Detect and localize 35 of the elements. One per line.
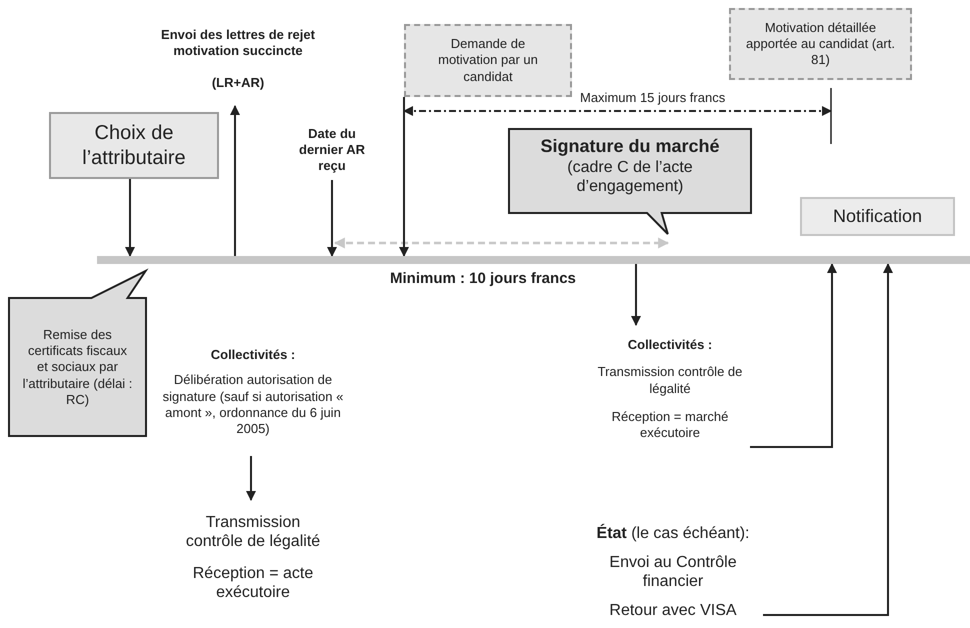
heading-text: État (le cas échéant): xyxy=(596,524,750,543)
node-text: Choix de l’attributaire xyxy=(81,120,187,170)
node-text: Date du dernier AR reçu xyxy=(298,126,366,174)
node-text: Délibération autorisation de signature (sauf si autorisation « amont », ordonnance du 6 juin 2005) xyxy=(162,372,344,438)
node-text: Envoi au Contrôle financier xyxy=(608,552,738,592)
node-text: Motivation détaillée apportée au candidat (art. 81) xyxy=(745,20,896,68)
arrow xyxy=(327,180,337,257)
node-text: Remise des certificats fiscaux et sociaux par l’attributaire (délai : RC) xyxy=(22,326,133,408)
process-box xyxy=(49,112,219,179)
node-text: (LR+AR) xyxy=(212,74,264,91)
arrow xyxy=(763,263,893,616)
heading-text: Transmission contrôle de légalité xyxy=(184,513,322,552)
arrow xyxy=(230,105,240,256)
node-text: Demande de motivation par un candidat xyxy=(437,36,539,85)
node-text: Transmission contrôle de légalité xyxy=(596,364,744,397)
timeline-bar xyxy=(97,256,970,264)
dimension-label: Maximum 15 jours francs xyxy=(580,90,726,105)
heading-text: Envoi des lettres de rejet motivation succincte xyxy=(160,27,316,59)
heading-text: Collectivités : xyxy=(628,336,712,352)
node-text: Retour avec VISA xyxy=(609,601,737,620)
arrow xyxy=(125,179,135,257)
heading-text: Signature du marché xyxy=(540,136,720,158)
arrow xyxy=(399,97,409,257)
arrow xyxy=(750,263,837,448)
arrow xyxy=(631,264,641,326)
arrow xyxy=(246,456,256,501)
node-text: Réception = acte exécutoire xyxy=(192,564,314,602)
heading-text: Collectivités : xyxy=(210,346,296,362)
node-text: Réception = marché exécutoire xyxy=(610,408,730,442)
dashed-box xyxy=(404,24,572,97)
duration-label: Minimum : 10 jours francs xyxy=(390,270,576,287)
node-text: Notification xyxy=(832,206,922,228)
dashed-box xyxy=(729,8,912,80)
node-text: (cadre C de l’acte d’engagement) xyxy=(566,158,694,196)
process-box xyxy=(800,197,955,236)
